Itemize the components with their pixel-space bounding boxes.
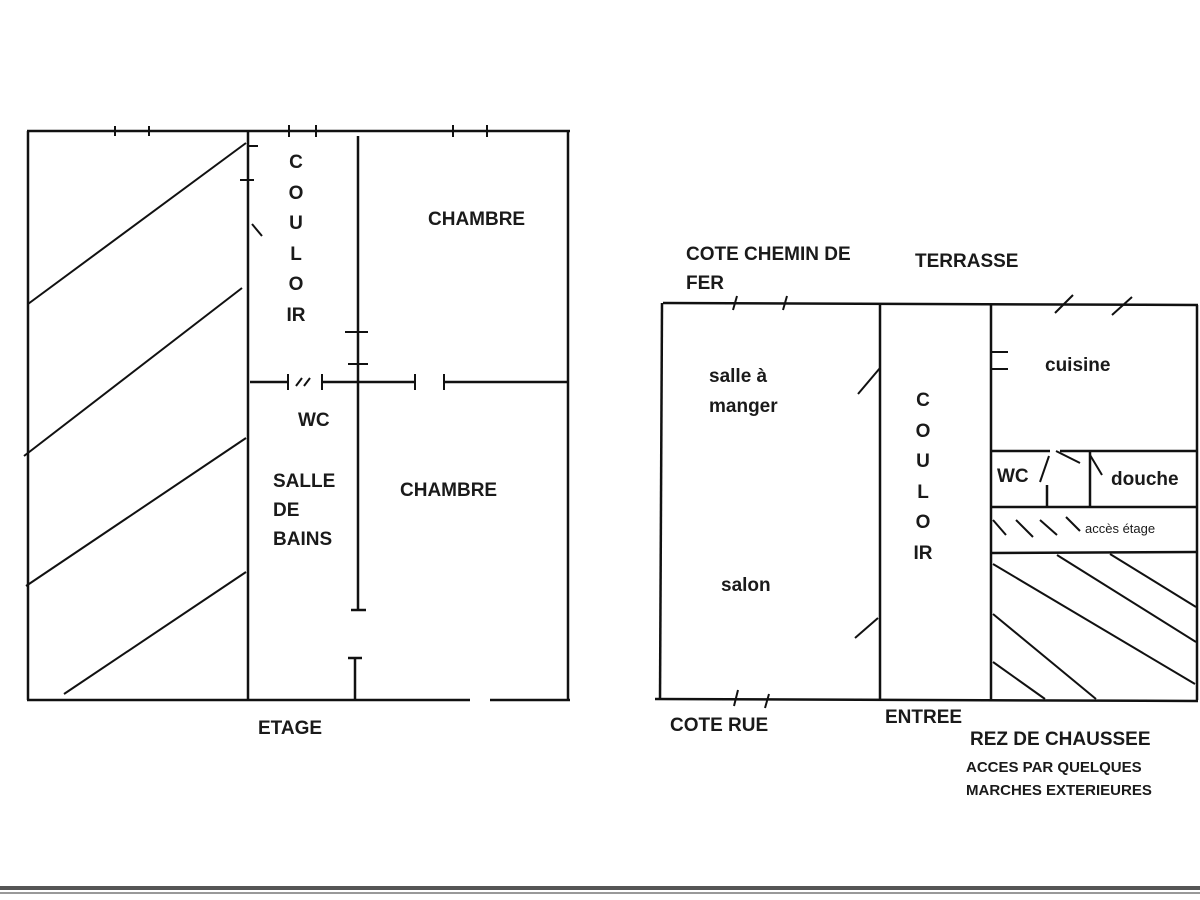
note-line-1: ACCES PAR QUELQUES (966, 759, 1142, 776)
ground-couloir-label: COULOIR (913, 390, 933, 564)
ground-floor-walls (654, 301, 1199, 703)
note-line-2: MARCHES EXTERIEURES (966, 782, 1152, 799)
rail-side-label: COTE CHEMIN DE FER (686, 240, 851, 298)
upper-salle-de-bains-label: SALLE DE BAINS (273, 467, 335, 554)
upper-floor-marks (23, 125, 488, 695)
upper-chambre-top-label: CHAMBRE (428, 209, 526, 230)
terrace-label: TERRASSE (915, 251, 1019, 272)
sam-line-2: manger (709, 396, 778, 417)
upper-floor-title: ETAGE (258, 718, 323, 739)
ground-wc-label: WC (997, 466, 1029, 487)
upper-wc-label: WC (298, 410, 330, 431)
upper-chambre-bottom-label: CHAMBRE (400, 480, 498, 501)
upper-sdb-line-2: DE (273, 500, 300, 521)
cuisine-label: cuisine (1045, 355, 1111, 376)
ground-floor-note: ACCES PAR QUELQUES MARCHES EXTERIEURES (966, 756, 1152, 802)
douche-label: douche (1111, 469, 1179, 490)
rail-side-line-1: COTE CHEMIN DE (686, 244, 851, 265)
upper-sdb-line-1: SALLE (273, 471, 336, 492)
salon-label: salon (721, 575, 771, 596)
ground-floor-marks (732, 294, 1197, 709)
ground-floor-title: REZ DE CHAUSSEE (970, 729, 1151, 750)
upper-sdb-line-3: BAINS (273, 529, 333, 550)
salle-a-manger-label: salle à manger (709, 362, 778, 422)
acces-etage-label: accès étage (1085, 521, 1156, 536)
rail-side-line-2: FER (686, 273, 724, 294)
upper-couloir-label: COULOIR (286, 152, 306, 326)
entrance-label: ENTREE (885, 707, 963, 728)
sam-line-1: salle à (709, 366, 768, 387)
scan-edge-bar (0, 886, 1200, 894)
street-side-label: COTE RUE (670, 715, 769, 736)
upper-floor-walls (26, 129, 570, 702)
